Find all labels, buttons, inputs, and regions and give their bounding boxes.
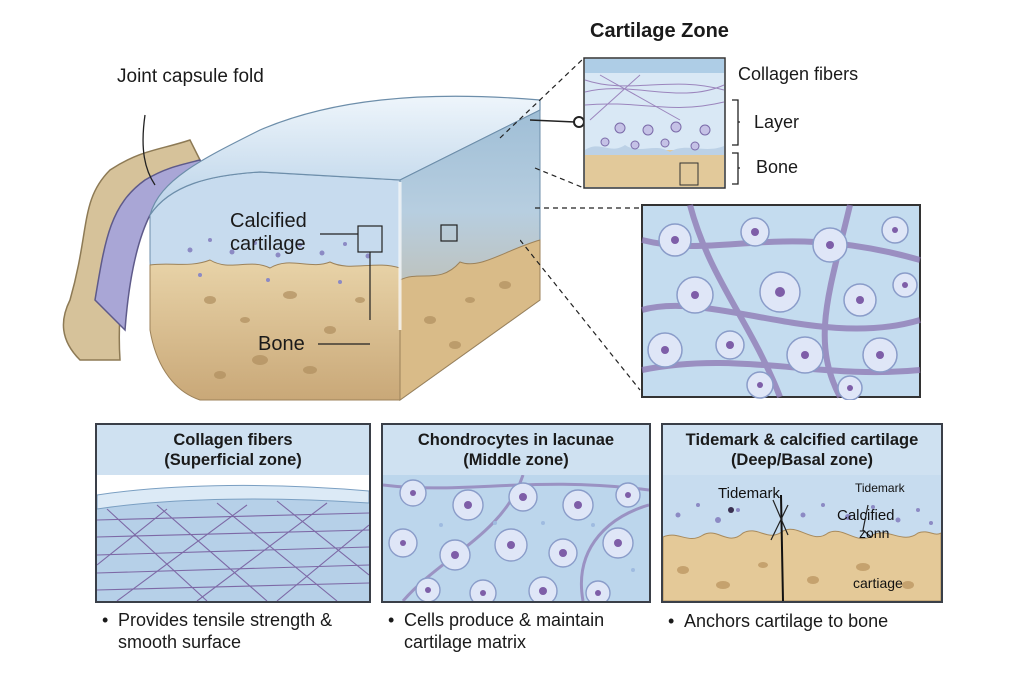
panel-deep-title-line1: Tidemark & calcified cartilage xyxy=(685,431,919,449)
bone-front-face xyxy=(149,259,401,401)
inset-layer-label: Layer xyxy=(754,112,800,132)
panel-middle-bullet-line1: Cells produce & maintain xyxy=(404,610,605,630)
bullet-dot: • xyxy=(102,610,109,630)
panel-superficial-zone: Collagen fibers (Superficial zone) xyxy=(95,423,371,603)
panel-superficial-title-line2: (Superficial zone) xyxy=(164,451,302,469)
panel-middle-zone: Chondrocytes in lacunae (Middle zone) xyxy=(381,423,651,603)
panel-deep-bullet: • Anchors cartilage to bone xyxy=(668,610,889,632)
panel-superficial-bullet: • Provides tensile strength & smooth sur… xyxy=(102,609,333,653)
inset-collagen-label: Collagen fibers xyxy=(738,64,859,84)
panel-superficial-bullet-line2: smooth surface xyxy=(118,632,242,652)
panel-deep-header: Tidemark & calcified cartilage (Deep/Bas… xyxy=(663,425,941,480)
bone-label: Bone xyxy=(258,333,305,355)
panel-superficial-header: Collagen fibers (Superficial zone) xyxy=(97,425,369,480)
inset-calcified-label-2: zonn xyxy=(859,525,890,541)
panel-deep-title-line2: (Deep/Basal zone) xyxy=(730,451,874,469)
panel-deep-bullet-line1: Anchors cartilage to bone xyxy=(684,611,889,631)
bullet-dot: • xyxy=(668,611,675,631)
panel-superficial-title-line1: Collagen fibers xyxy=(173,431,293,449)
inset-bone-label: Bone xyxy=(756,157,799,177)
collagen-fiber-illustration xyxy=(97,475,369,601)
chondrocyte-detail-inset xyxy=(520,204,921,400)
cartilage-zone-title: Cartilage Zone xyxy=(590,20,729,42)
panel-middle-header: Chondrocytes in lacunae (Middle zone) xyxy=(383,425,649,480)
panel-superficial-bullet-line1: Provides tensile strength & xyxy=(118,610,333,630)
calcified-label-line1: Calcified xyxy=(230,210,307,232)
chondrocyte-illustration xyxy=(383,475,649,601)
panel-middle-title-line1: Chondrocytes in lacunae xyxy=(417,431,615,449)
joint-block-illustration xyxy=(62,95,541,401)
cartilage-top-cap xyxy=(149,95,541,216)
inset-tidemark-label-1: Tidemark xyxy=(718,485,780,502)
joint-capsule-fold-label: Joint capsule fold xyxy=(117,66,264,87)
panel-middle-bullet-line2: cartilage matrix xyxy=(404,632,527,652)
inset-calcified-label-1: Calcified xyxy=(837,507,895,524)
inset-tidemark-label-2: Tidemark xyxy=(855,481,905,495)
zone-callout-box xyxy=(440,224,458,242)
calcified-label-line2: cartilage xyxy=(230,233,306,255)
panel-middle-bullet: • Cells produce & maintain cartilage mat… xyxy=(388,609,605,653)
inset-cartilage-label: cartiage xyxy=(853,575,903,591)
tidemark-illustration xyxy=(663,475,941,601)
panel-deep-zone: Tidemark & calcified cartilage (Deep/Bas… xyxy=(661,423,943,603)
panel-middle-title-line2: (Middle zone) xyxy=(463,451,569,469)
bullet-dot: • xyxy=(388,610,395,630)
right-face-bone xyxy=(399,239,541,401)
cartilage-zone-inset xyxy=(499,57,740,189)
